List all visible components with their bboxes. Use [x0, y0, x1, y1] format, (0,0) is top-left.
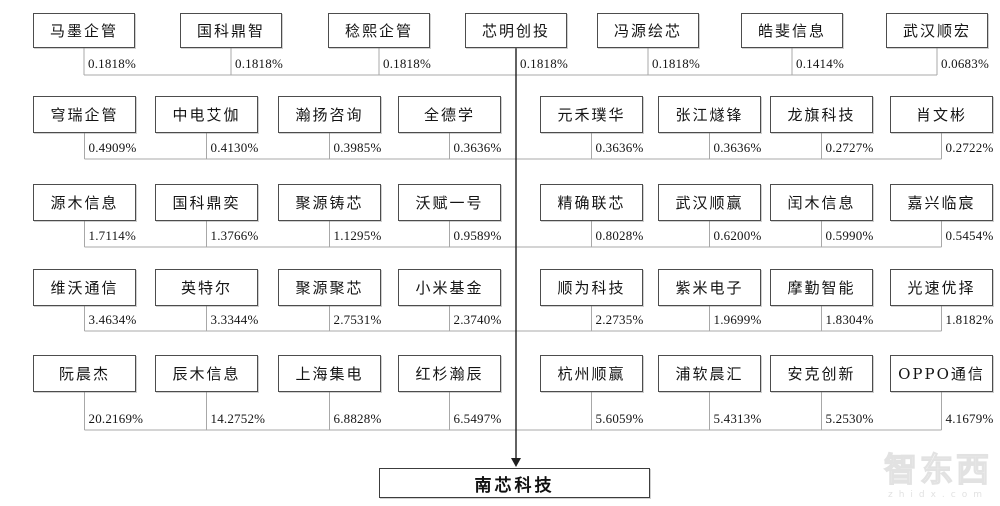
shareholding-percent: 1.3766% [210, 228, 259, 243]
shareholding-percent: 4.1679% [945, 411, 994, 426]
shareholding-percent: 0.5990% [825, 228, 874, 243]
shareholder-box: 维沃通信 [33, 269, 136, 306]
shareholding-percent: 0.3636% [713, 140, 762, 155]
shareholding-percent: 0.4909% [88, 140, 137, 155]
shareholding-percent: 0.1818% [235, 56, 283, 71]
shareholder-box: 摩勤智能 [770, 269, 873, 306]
target-company-box: 南芯科技 [379, 468, 650, 498]
watermark-domain-text: zhidx.com [887, 490, 989, 500]
shareholder-box: 聚源铸芯 [278, 184, 381, 221]
shareholding-percent: 0.3636% [453, 140, 502, 155]
shareholding-percent: 0.4130% [210, 140, 259, 155]
shareholding-percent: 0.1414% [796, 56, 844, 71]
shareholding-percent: 2.3740% [453, 312, 502, 327]
shareholding-percent: 0.3636% [595, 140, 644, 155]
shareholder-box: 沃赋一号 [398, 184, 501, 221]
shareholder-box: 穹瑞企管 [33, 96, 136, 133]
shareholder-box: 龙旗科技 [770, 96, 873, 133]
shareholding-percent: 5.6059% [595, 411, 644, 426]
arrowhead-down-icon [511, 458, 521, 467]
shareholding-percent: 0.1818% [383, 56, 431, 71]
shareholder-box: 辰木信息 [155, 355, 258, 392]
shareholding-percent: 0.3985% [333, 140, 382, 155]
shareholder-box: 中电艾伽 [155, 96, 258, 133]
shareholder-box: 元禾璞华 [540, 96, 643, 133]
shareholder-box: 马墨企管 [33, 13, 135, 48]
shareholding-percent: 1.8304% [825, 312, 874, 327]
shareholder-box: 武汉顺宏 [886, 13, 988, 48]
shareholder-box: 浦软晨汇 [658, 355, 761, 392]
shareholder-box: 瀚扬咨询 [278, 96, 381, 133]
shareholder-box: 肖文彬 [890, 96, 993, 133]
shareholder-box: 嘉兴临宸 [890, 184, 993, 221]
shareholding-percent: 0.2727% [825, 140, 874, 155]
shareholder-box: 杭州顺赢 [540, 355, 643, 392]
shareholding-percent: 0.1818% [520, 56, 568, 71]
shareholder-box: 武汉顺赢 [658, 184, 761, 221]
shareholder-box: 国科鼎奕 [155, 184, 258, 221]
shareholding-percent: 6.8828% [333, 411, 382, 426]
shareholder-box: 国科鼎智 [180, 13, 282, 48]
watermark: 智东西 zhidx.com [883, 443, 992, 500]
target-company-name: 南芯科技 [474, 475, 555, 496]
shareholding-percent: 1.7114% [88, 228, 136, 243]
shareholding-percent: 3.4634% [88, 312, 137, 327]
shareholder-box: 上海集电 [278, 355, 381, 392]
shareholding-percent: 0.2722% [945, 140, 994, 155]
shareholding-percent: 1.1295% [333, 228, 382, 243]
shareholding-percent: 5.2530% [825, 411, 874, 426]
shareholder-box: 顺为科技 [540, 269, 643, 306]
shareholding-percent: 0.8028% [595, 228, 644, 243]
shareholder-box: 阮晨杰 [33, 355, 136, 392]
shareholding-percent: 0.6200% [713, 228, 762, 243]
shareholder-box: 安克创新 [770, 355, 873, 392]
shareholder-box: 芯明创投 [465, 13, 567, 48]
shareholding-percent: 3.3344% [210, 312, 259, 327]
shareholder-box: 全德学 [398, 96, 501, 133]
shareholder-box: 稔熙企管 [328, 13, 430, 48]
shareholding-percent: 6.5497% [453, 411, 502, 426]
shareholding-percent: 0.5454% [945, 228, 994, 243]
shareholding-percent: 2.2735% [595, 312, 644, 327]
shareholding-percent: 20.2169% [88, 411, 144, 426]
shareholder-box: 紫米电子 [658, 269, 761, 306]
shareholder-box: 精确联芯 [540, 184, 643, 221]
shareholding-percent: 14.2752% [210, 411, 266, 426]
shareholder-box: 皓斐信息 [741, 13, 843, 48]
shareholder-box: 闰木信息 [770, 184, 873, 221]
shareholding-percent: 0.1818% [88, 56, 136, 71]
shareholder-box: 红杉瀚辰 [398, 355, 501, 392]
shareholder-box: 源木信息 [33, 184, 136, 221]
shareholder-box: 光速优择 [890, 269, 993, 306]
shareholding-percent: 0.0683% [941, 56, 989, 71]
shareholder-box: 张江燧锋 [658, 96, 761, 133]
shareholding-percent: 1.9699% [713, 312, 762, 327]
shareholder-box: 聚源聚芯 [278, 269, 381, 306]
shareholding-percent: 5.4313% [713, 411, 762, 426]
shareholding-percent: 1.8182% [945, 312, 994, 327]
shareholding-percent: 2.7531% [333, 312, 382, 327]
shareholding-percent: 0.1818% [652, 56, 700, 71]
watermark-logo-text: 智东西 [883, 449, 992, 489]
shareholder-box: 冯源绘芯 [597, 13, 699, 48]
shareholding-percent: 0.9589% [453, 228, 502, 243]
shareholder-box: OPPO通信 [890, 355, 993, 392]
shareholder-box: 英特尔 [155, 269, 258, 306]
shareholder-box: 小米基金 [398, 269, 501, 306]
